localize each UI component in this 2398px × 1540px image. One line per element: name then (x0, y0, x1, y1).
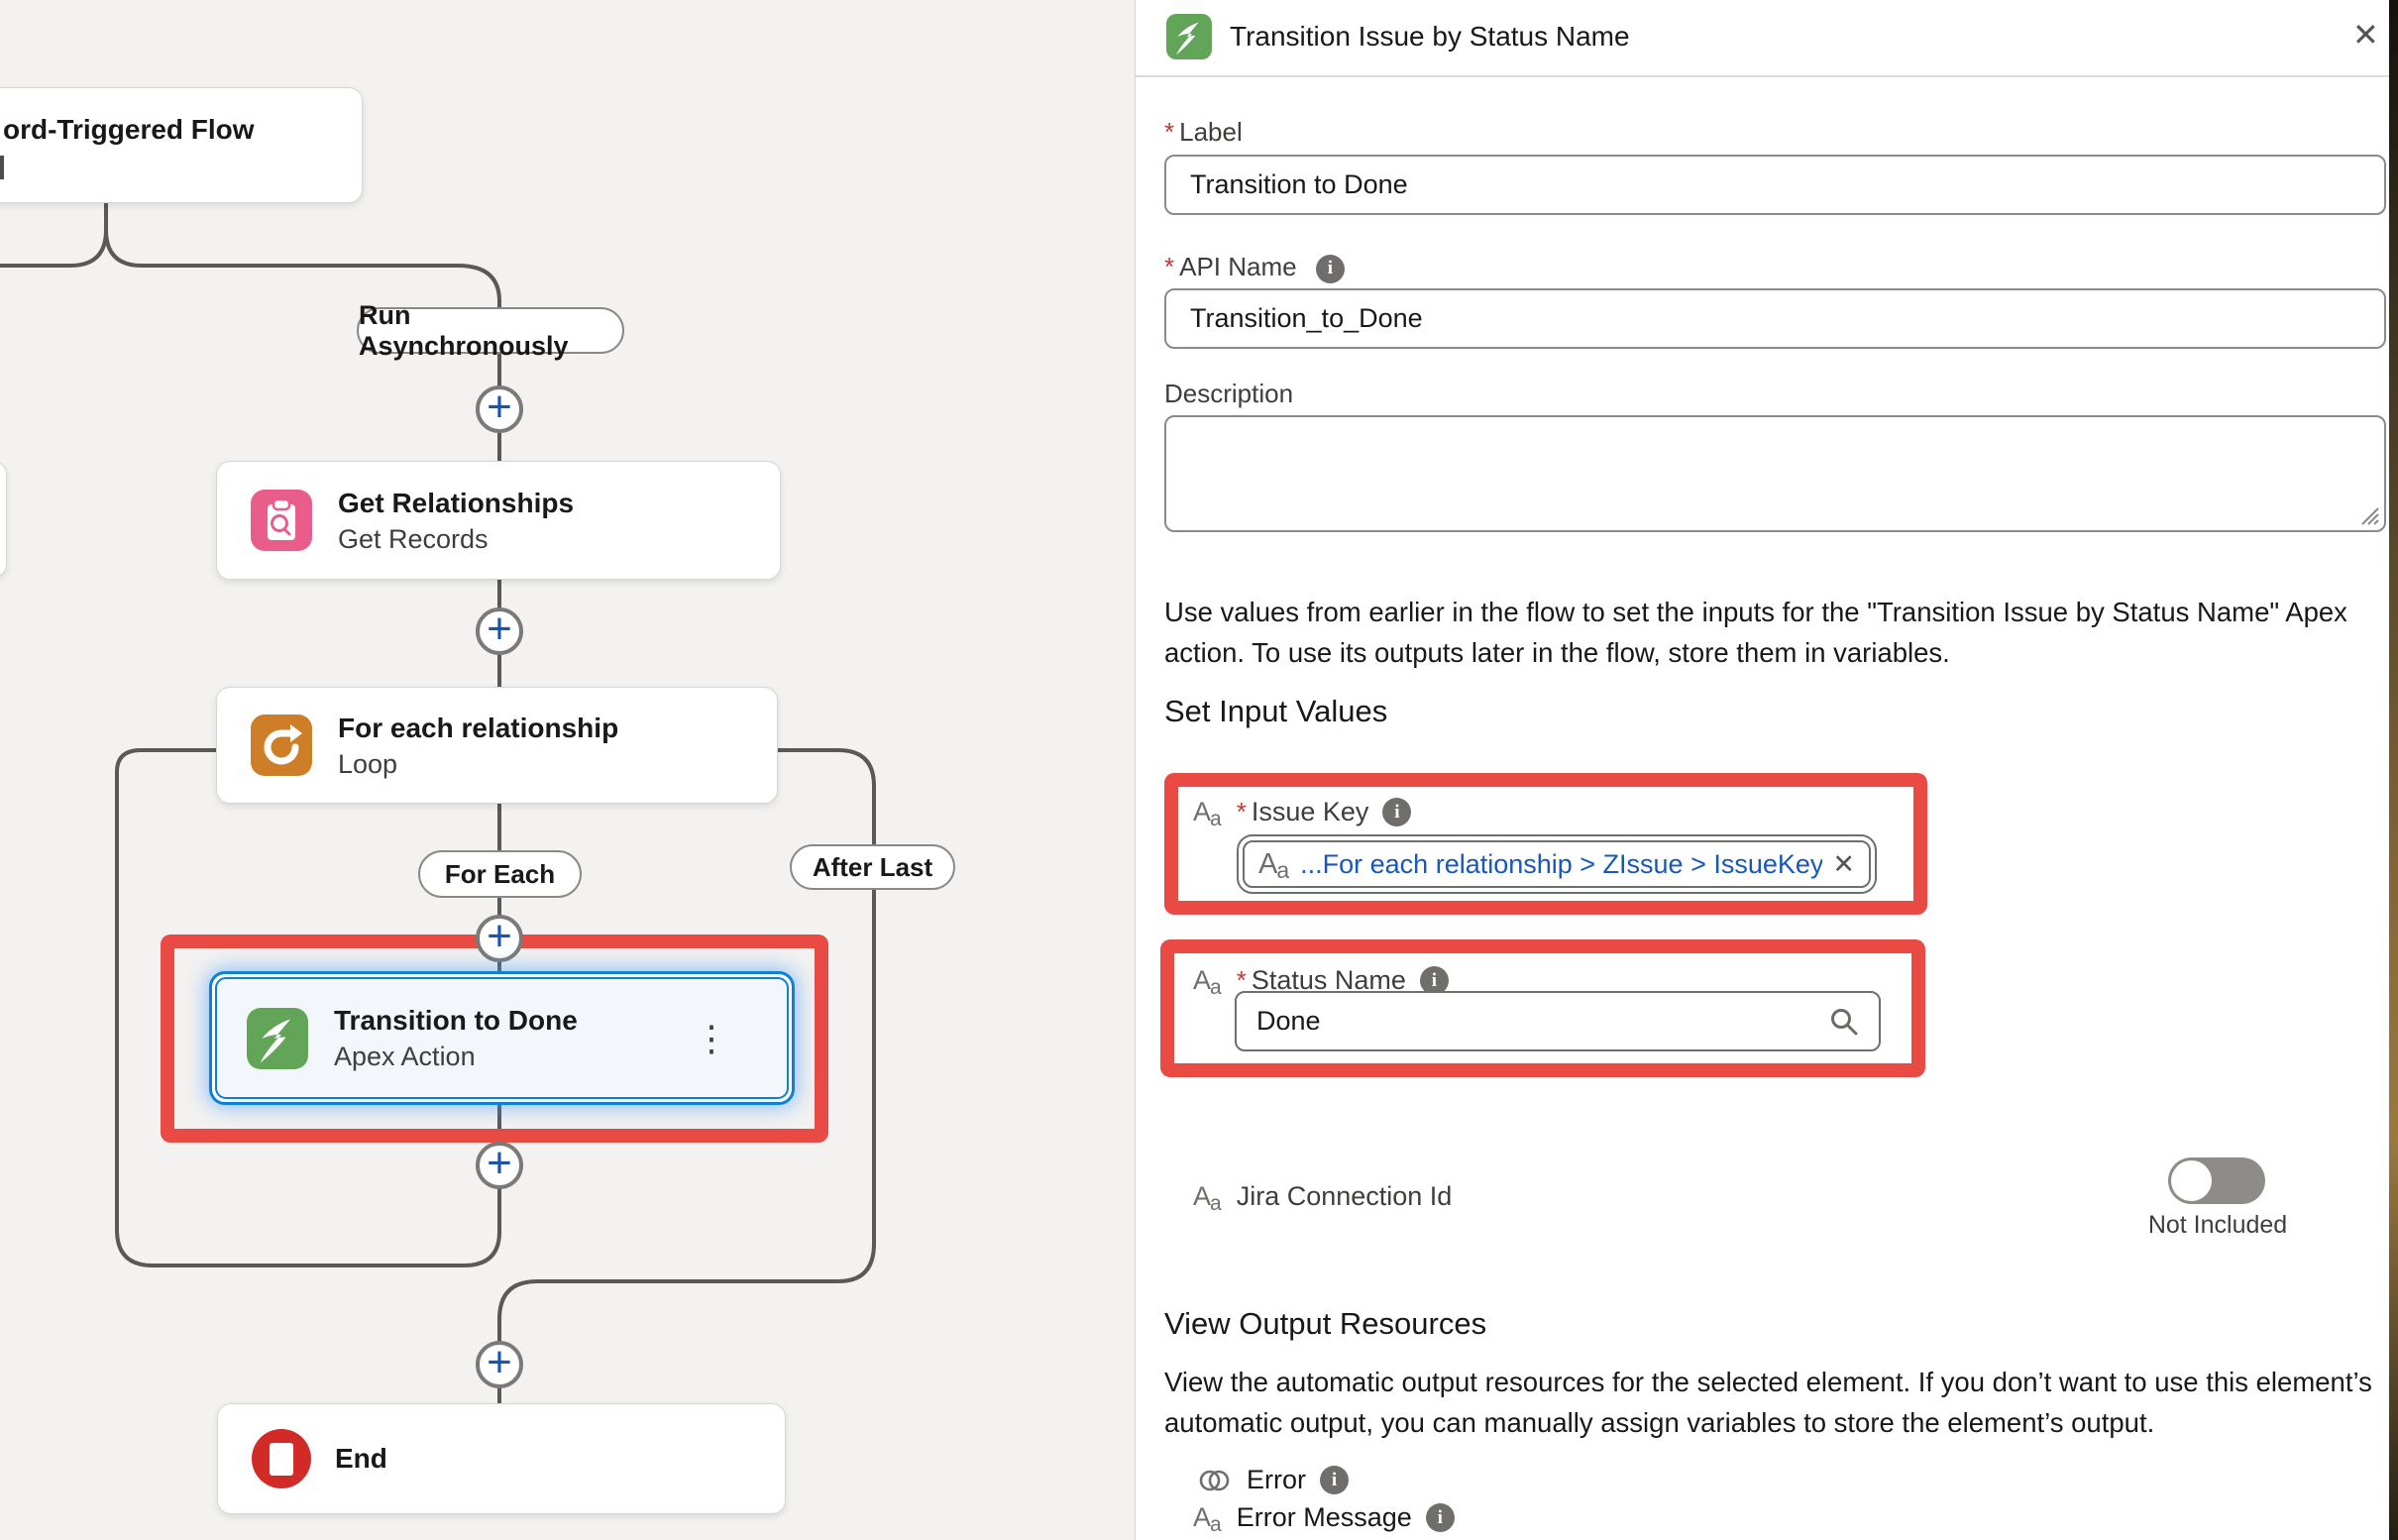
api-name-field-label: *API Name i (1164, 252, 1345, 283)
run-asynchronously-label: Run Asynchronously (359, 299, 569, 361)
end-stop-icon (252, 1429, 311, 1488)
start-node-subtitle-fragment (0, 156, 4, 179)
issue-key-label: Issue Key (1251, 797, 1369, 826)
loop-arrow-icon (251, 715, 312, 776)
search-icon[interactable] (1829, 1007, 1859, 1037)
intro-text: Use values from earlier in the flow to s… (1164, 597, 2347, 668)
add-element-button[interactable]: + (476, 1142, 523, 1189)
status-name-annotation-box: Aa *Status Name i Done (1160, 939, 1925, 1077)
description-field-label: Description (1164, 379, 1294, 408)
text-type-icon: Aa (1258, 847, 1290, 883)
node-subtitle: Apex Action (334, 1042, 476, 1071)
node-title: End (335, 1443, 387, 1474)
api-name-input[interactable] (1164, 288, 2386, 349)
add-element-button[interactable]: + (476, 607, 523, 655)
node-title: Transition to Done (334, 1005, 578, 1036)
boolean-type-icon (1199, 1470, 1230, 1490)
jira-connection-row: Aa Jira Connection Id (1193, 1181, 1453, 1215)
toggle-knob (2171, 1160, 2212, 1201)
status-name-label: Status Name (1251, 965, 1406, 995)
offscreen-node-sliver (0, 461, 7, 578)
apex-z-icon (247, 1007, 308, 1069)
node-menu-kebab-icon[interactable]: ⋮ (694, 1017, 729, 1058)
get-records-clipboard-search-icon (251, 490, 312, 551)
start-node-title: ord-Triggered Flow (3, 114, 255, 145)
after-last-label: After Last (812, 851, 933, 882)
set-input-values-heading: Set Input Values (1164, 694, 1388, 728)
add-element-button[interactable]: + (476, 915, 523, 962)
info-icon[interactable]: i (1315, 254, 1345, 283)
desktop-wallpaper-sliver (2389, 0, 2398, 1540)
status-name-label-row: Aa *Status Name i (1193, 965, 1449, 999)
status-name-value: Done (1256, 1006, 1321, 1036)
node-transition-to-done-selected[interactable]: Transition to Done Apex Action ⋮ (209, 971, 795, 1105)
plus-icon: + (487, 605, 512, 653)
plus-icon: + (487, 1139, 512, 1187)
info-icon[interactable]: i (1425, 1503, 1455, 1532)
required-asterisk: * (1236, 965, 1247, 995)
annotation-highlight-box (161, 935, 828, 1143)
text-type-icon: Aa (1193, 1502, 1222, 1536)
node-title: Get Relationships (338, 487, 575, 518)
toggle-caption: Not Included (2147, 1211, 2288, 1239)
for-each-branch-badge: For Each (418, 850, 582, 898)
text-type-icon: Aa (1193, 1181, 1222, 1215)
node-title: For each relationship (338, 712, 619, 743)
node-end[interactable]: End (217, 1403, 786, 1514)
label-input[interactable] (1164, 155, 2386, 215)
resize-handle-icon[interactable] (2356, 502, 2380, 526)
view-output-resources-heading: View Output Resources (1164, 1306, 1487, 1341)
panel-title: Transition Issue by Status Name (1230, 21, 1630, 52)
remove-pill-icon[interactable]: ✕ (1832, 848, 1855, 879)
output-resources-text: View the automatic output resources for … (1164, 1367, 2372, 1438)
close-icon[interactable]: ✕ (2352, 17, 2379, 53)
info-icon[interactable]: i (1419, 966, 1449, 995)
info-icon[interactable]: i (1382, 798, 1412, 826)
node-for-each-relationship[interactable]: For each relationship Loop (216, 687, 778, 804)
include-toggle[interactable] (2168, 1157, 2265, 1204)
text-type-icon: Aa (1193, 965, 1222, 999)
required-asterisk: * (1164, 117, 1175, 147)
resource-pill-value: ...For each relationship > ZIssue > Issu… (1300, 848, 1823, 879)
node-get-relationships[interactable]: Get Relationships Get Records (216, 461, 781, 580)
element-config-panel: Transition Issue by Status Name ✕ *Label… (1135, 0, 2398, 1540)
issue-key-label-row: Aa *Issue Key i (1193, 797, 1412, 830)
text-type-icon: Aa (1193, 797, 1222, 830)
resource-pill[interactable]: Aa ...For each relationship > ZIssue > I… (1243, 840, 1871, 888)
required-asterisk: * (1164, 252, 1175, 281)
plus-icon: + (487, 383, 512, 431)
info-icon[interactable]: i (1320, 1466, 1349, 1494)
label-field-label: *Label (1164, 117, 1243, 147)
error-output-row: Error i (1197, 1465, 1349, 1495)
add-element-button[interactable]: + (476, 385, 523, 433)
error-message-output-row: Aa Error Message i (1193, 1502, 1455, 1536)
flow-canvas[interactable]: ord-Triggered Flow Run Asynchronously + … (0, 0, 1135, 1540)
node-subtitle: Get Records (338, 523, 489, 554)
apex-z-icon (1166, 14, 1212, 59)
jira-connection-label: Jira Connection Id (1236, 1181, 1453, 1211)
required-asterisk: * (1236, 797, 1247, 826)
description-textarea[interactable] (1164, 415, 2386, 532)
after-last-branch-badge: After Last (790, 844, 955, 890)
for-each-label: For Each (444, 858, 556, 889)
issue-key-input[interactable]: Aa ...For each relationship > ZIssue > I… (1237, 834, 1877, 894)
issue-key-annotation-box: Aa *Issue Key i Aa ...For each relations… (1164, 773, 1927, 915)
error-message-output-label: Error Message (1236, 1502, 1412, 1532)
start-node-record-triggered-flow[interactable]: ord-Triggered Flow (0, 87, 363, 203)
header-divider (1136, 75, 2398, 77)
plus-icon: + (487, 1338, 512, 1386)
node-subtitle: Loop (338, 748, 398, 779)
plus-icon: + (487, 912, 512, 960)
status-name-input[interactable]: Done (1235, 991, 1881, 1051)
run-asynchronously-badge: Run Asynchronously (357, 300, 624, 361)
add-element-button[interactable]: + (476, 1341, 523, 1388)
error-output-label: Error (1247, 1465, 1306, 1494)
